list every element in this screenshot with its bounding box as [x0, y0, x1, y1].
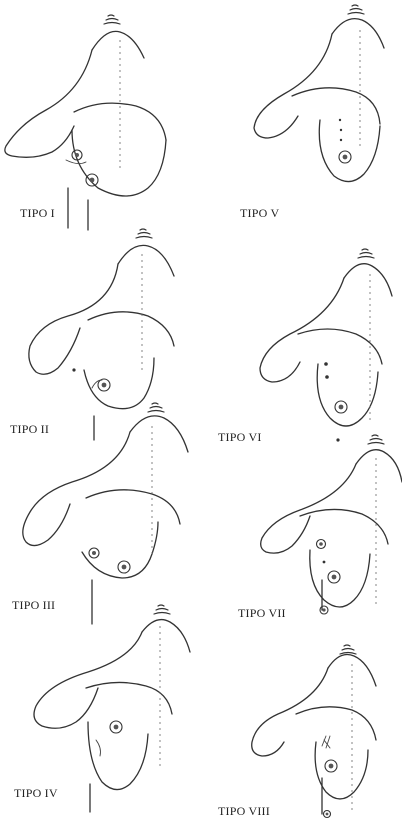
torso-sketch-tipo-8: [200, 618, 400, 824]
figure-tipo-4: TIPO IV: [0, 604, 200, 810]
figure-tipo-7: TIPO VII: [200, 430, 400, 636]
figure-tipo-8: TIPO VIII: [200, 618, 400, 824]
label-tipo-5: TIPO V: [240, 206, 279, 221]
torso-sketch-tipo-3: [0, 402, 200, 608]
label-tipo-4: TIPO IV: [14, 786, 58, 801]
torso-sketch-tipo-1: [0, 10, 200, 216]
label-tipo-8: TIPO VIII: [218, 804, 270, 819]
torso-sketch-tipo-7: [200, 430, 400, 636]
torso-sketch-tipo-5: [200, 0, 400, 206]
figure-tipo-2: TIPO II: [0, 220, 200, 426]
figure-tipo-3: TIPO III: [0, 402, 200, 608]
torso-sketch-tipo-2: [0, 220, 200, 426]
figure-tipo-5: TIPO V: [200, 0, 400, 206]
torso-sketch-tipo-6: [200, 244, 400, 450]
label-tipo-1: TIPO I: [20, 206, 55, 221]
figure-tipo-1: TIPO I: [0, 10, 200, 216]
figure-tipo-6: TIPO VI: [200, 244, 400, 450]
torso-sketch-tipo-4: [0, 604, 200, 810]
